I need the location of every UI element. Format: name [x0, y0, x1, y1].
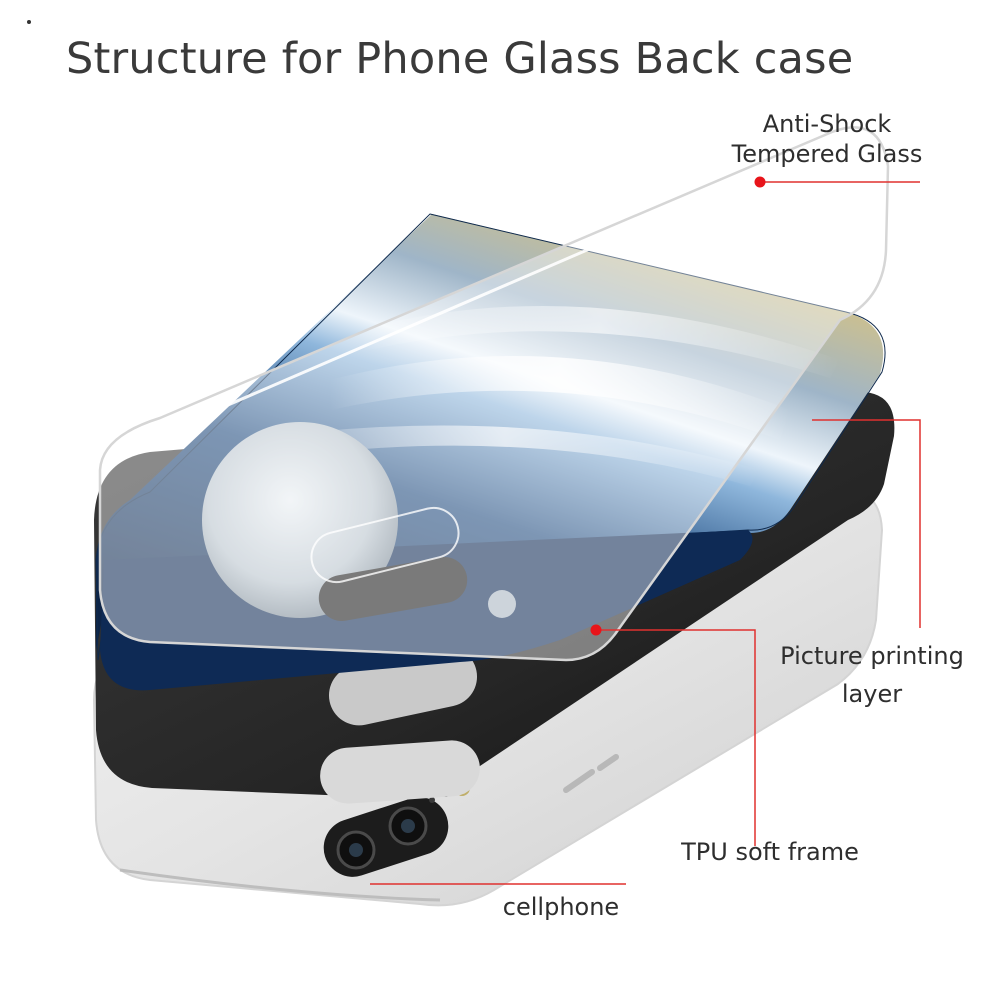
marker-dot-tpu [590, 624, 602, 636]
corner-mark [27, 20, 31, 24]
label-cellphone: cellphone [502, 893, 620, 921]
picture-printing-layer [95, 213, 886, 691]
marker-dot-glass [754, 176, 766, 188]
label-tempered-glass-line1: Anti-Shock [762, 110, 892, 138]
leader-lines [370, 181, 921, 885]
label-picture-printing-layer: Picture printing layer [764, 637, 980, 713]
tempered-glass [98, 126, 890, 662]
label-tpu-soft-frame: TPU soft frame [681, 838, 859, 866]
label-picture-line1: Picture printing [780, 642, 964, 670]
label-tempered-glass-line2: Tempered Glass [731, 140, 923, 168]
leader-tpu [596, 629, 756, 846]
label-tempered-glass: Anti-Shock Tempered Glass [718, 109, 936, 169]
camera-module [323, 780, 470, 877]
label-picture-line2: layer [841, 680, 903, 708]
page-title: Structure for Phone Glass Back case [66, 34, 854, 84]
leader-picture [812, 419, 921, 628]
